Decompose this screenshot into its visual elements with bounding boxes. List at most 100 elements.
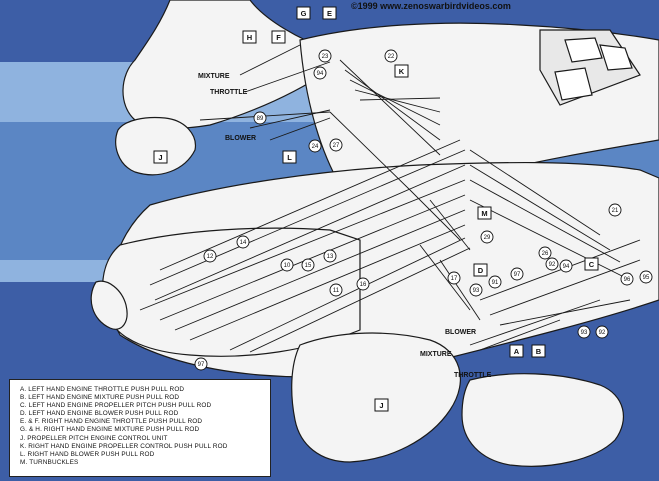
part-number-text: 97 bbox=[514, 272, 521, 278]
control-rod-line bbox=[249, 247, 471, 353]
callout-box-g-0: G bbox=[296, 6, 311, 20]
control-rod-line bbox=[349, 79, 441, 126]
part-number-11-11: 11 bbox=[329, 283, 343, 297]
part-number-15-9: 15 bbox=[301, 258, 315, 272]
legend-item-j: J. PROPELLER PITCH ENGINE CONTROL UNIT bbox=[20, 434, 168, 442]
legend-item-l: L. RIGHT HAND BLOWER PUSH PULL ROD bbox=[20, 450, 155, 458]
label-mixture-right: MIXTURE bbox=[420, 351, 452, 358]
part-number-91-17: 91 bbox=[488, 275, 502, 289]
callout-box-f-3: F bbox=[271, 30, 286, 44]
part-number-text: 15 bbox=[305, 263, 312, 269]
control-rod-line bbox=[159, 139, 461, 271]
control-rod-line bbox=[419, 244, 471, 311]
part-number-text: 17 bbox=[451, 276, 458, 282]
callout-letter: A bbox=[514, 347, 520, 356]
legend-item-d: D. LEFT HAND ENGINE BLOWER PUSH PULL ROD bbox=[20, 410, 179, 418]
part-number-text: 23 bbox=[322, 54, 329, 60]
part-number-text: 96 bbox=[624, 277, 631, 283]
part-number-27-5: 27 bbox=[329, 138, 343, 152]
part-number-text: 92 bbox=[599, 330, 606, 336]
control-rod-line bbox=[139, 179, 466, 311]
control-rod-line bbox=[439, 259, 481, 321]
callout-letter: J bbox=[158, 153, 162, 162]
callout-letter: F bbox=[276, 33, 281, 42]
label-throttle-left: THROTTLE bbox=[210, 89, 248, 96]
callout-box-k-4: K bbox=[394, 64, 409, 78]
part-number-97-15: 97 bbox=[510, 267, 524, 281]
part-number-text: 93 bbox=[581, 330, 588, 336]
control-rod-line bbox=[489, 259, 641, 316]
part-number-10-8: 10 bbox=[280, 258, 294, 272]
part-number-13-10: 13 bbox=[323, 249, 337, 263]
control-rod-line bbox=[469, 299, 601, 346]
legend-item-k: K. RIGHT HAND ENGINE PROPELLER CONTROL P… bbox=[20, 442, 228, 450]
callout-box-c-9: C bbox=[584, 257, 599, 271]
control-rod-line bbox=[469, 149, 601, 236]
legend-item-b: B. LEFT HAND ENGINE MIXTURE PUSH PULL RO… bbox=[20, 394, 180, 402]
callout-letter: B bbox=[536, 347, 542, 356]
part-number-text: 92 bbox=[549, 262, 556, 268]
part-number-text: 21 bbox=[612, 208, 619, 214]
part-number-93-24: 93 bbox=[577, 325, 591, 339]
control-rod-line bbox=[409, 189, 461, 241]
control-rod-line bbox=[189, 224, 466, 341]
part-number-text: 91 bbox=[492, 280, 499, 286]
part-number-92-18: 92 bbox=[545, 257, 559, 271]
part-number-text: 94 bbox=[563, 264, 570, 270]
airframe-outline bbox=[90, 0, 659, 467]
part-number-12-7: 12 bbox=[203, 249, 217, 263]
control-rod-line bbox=[429, 199, 471, 251]
control-rod-line bbox=[354, 89, 441, 113]
part-number-text: 11 bbox=[333, 288, 340, 294]
control-rod-line bbox=[269, 117, 331, 141]
part-number-29-14: 29 bbox=[480, 230, 494, 244]
part-number-text: 10 bbox=[284, 263, 291, 269]
part-number-14-6: 14 bbox=[236, 235, 250, 249]
part-number-text: 97 bbox=[198, 362, 205, 368]
control-rod-line bbox=[239, 44, 301, 76]
legend-item-c: C. LEFT HAND ENGINE PROPELLER PITCH PUSH… bbox=[20, 402, 212, 410]
part-number-95-23: 95 bbox=[639, 270, 653, 284]
control-rod-line bbox=[339, 59, 441, 156]
part-number-94-20: 94 bbox=[559, 259, 573, 273]
part-number-text: 22 bbox=[388, 54, 395, 60]
copyright-text: ©1999 www.zenoswarbirdvideos.com bbox=[351, 1, 511, 11]
part-number-text: 12 bbox=[207, 254, 214, 260]
push-pull-rods bbox=[139, 44, 641, 353]
part-number-17-13: 17 bbox=[447, 271, 461, 285]
label-mixture-left: MIXTURE bbox=[198, 73, 230, 80]
part-number-92-25: 92 bbox=[595, 325, 609, 339]
control-rod-line bbox=[469, 164, 611, 251]
control-rod-line bbox=[329, 111, 411, 191]
callout-letter: M bbox=[481, 209, 487, 218]
legend-item-a: A. LEFT HAND ENGINE THROTTLE PUSH PULL R… bbox=[20, 386, 185, 393]
label-blower-left: BLOWER bbox=[225, 135, 256, 142]
part-number-24-4: 24 bbox=[308, 139, 322, 153]
control-rod-line bbox=[154, 164, 466, 301]
control-rod-line bbox=[359, 97, 441, 101]
part-number-text: 94 bbox=[317, 71, 324, 77]
part-number-text: 26 bbox=[542, 251, 549, 257]
legend-box: A. LEFT HAND ENGINE THROTTLE PUSH PULL R… bbox=[9, 379, 271, 477]
part-number-text: 24 bbox=[312, 144, 319, 150]
callout-letter: G bbox=[301, 9, 307, 18]
part-number-text: 93 bbox=[473, 288, 480, 294]
part-number-text: 14 bbox=[240, 240, 247, 246]
callout-letter: H bbox=[247, 33, 252, 42]
control-rod-line bbox=[479, 239, 641, 301]
callout-letter: K bbox=[399, 67, 405, 76]
callout-letter: D bbox=[478, 266, 484, 275]
callout-letter: C bbox=[589, 260, 595, 269]
callout-letter: J bbox=[379, 401, 383, 410]
part-number-text: 27 bbox=[333, 143, 340, 149]
part-number-26-19: 26 bbox=[538, 246, 552, 260]
callout-box-d-8: D bbox=[473, 263, 488, 277]
label-throttle-right: THROTTLE bbox=[454, 372, 492, 379]
legend-item-e-f: E. & F. RIGHT HAND ENGINE THROTTLE PUSH … bbox=[20, 418, 203, 426]
control-rod-line bbox=[159, 194, 466, 321]
control-rod-line bbox=[469, 179, 621, 263]
legend-item-m: M. TURNBUCKLES bbox=[20, 458, 79, 466]
part-number-94-2: 94 bbox=[313, 66, 327, 80]
callout-box-j-5: J bbox=[153, 150, 168, 164]
